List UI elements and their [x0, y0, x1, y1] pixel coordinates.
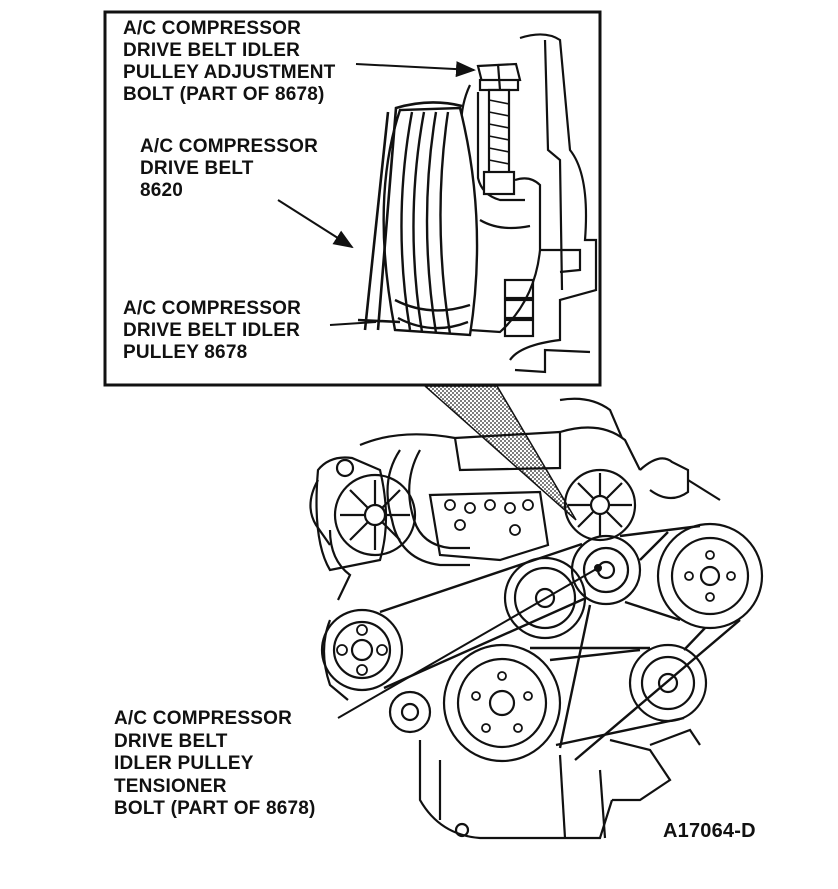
- callout-line: TENSIONER: [114, 775, 227, 797]
- callout-line: BOLT (PART OF 8678): [114, 798, 316, 819]
- callout-line: A/C COMPRESSOR: [140, 136, 319, 157]
- callout-line: DRIVE BELT IDLER: [123, 320, 301, 341]
- callout-line: PULLEY 8678: [123, 342, 248, 363]
- callout-line: BOLT (PART OF 8678): [123, 84, 325, 105]
- callout-line: PULLEY ADJUSTMENT: [123, 62, 336, 83]
- crankshaft-pulley: [442, 643, 562, 763]
- callout-tensioner-bolt: A/C COMPRESSOR DRIVE BELT IDLER PULLEY T…: [114, 708, 316, 821]
- callout-drive-belt: A/C COMPRESSOR DRIVE BELT 8620: [140, 136, 318, 202]
- figure-code: A17064-D: [663, 820, 756, 842]
- callout-line: A/C COMPRESSOR: [123, 298, 302, 319]
- serpentine-belts: [379, 524, 741, 761]
- callout-line: DRIVE BELT: [114, 730, 228, 752]
- callout-line: DRIVE BELT: [140, 158, 254, 179]
- callout-line: DRIVE BELT IDLER: [123, 40, 301, 61]
- idler-pulley: [570, 534, 642, 606]
- callout-line: A/C COMPRESSOR: [123, 18, 302, 39]
- alternator-pulley: [656, 522, 764, 630]
- inset-leaders: [277, 61, 476, 326]
- callout-line: 8620: [140, 180, 184, 201]
- inset-engine-block: [503, 33, 598, 374]
- callout-idler-pulley: A/C COMPRESSOR DRIVE BELT IDLER PULLEY 8…: [123, 298, 301, 364]
- drive-belt-graphic: [357, 101, 463, 331]
- callout-line: A/C COMPRESSOR: [114, 708, 293, 729]
- idler-pulley-graphic: [382, 106, 479, 337]
- engine-assembly: [309, 397, 764, 840]
- adjustment-bolt-graphic: [476, 62, 522, 196]
- callout-line: IDLER PULLEY: [114, 753, 254, 774]
- power-steering-pulley: [320, 608, 404, 692]
- tensioner-pulley: [388, 690, 432, 734]
- inset-detail-view: [103, 10, 602, 387]
- callout-adjustment-bolt: A/C COMPRESSOR DRIVE BELT IDLER PULLEY A…: [123, 18, 335, 106]
- tensioner-leader: [337, 564, 602, 719]
